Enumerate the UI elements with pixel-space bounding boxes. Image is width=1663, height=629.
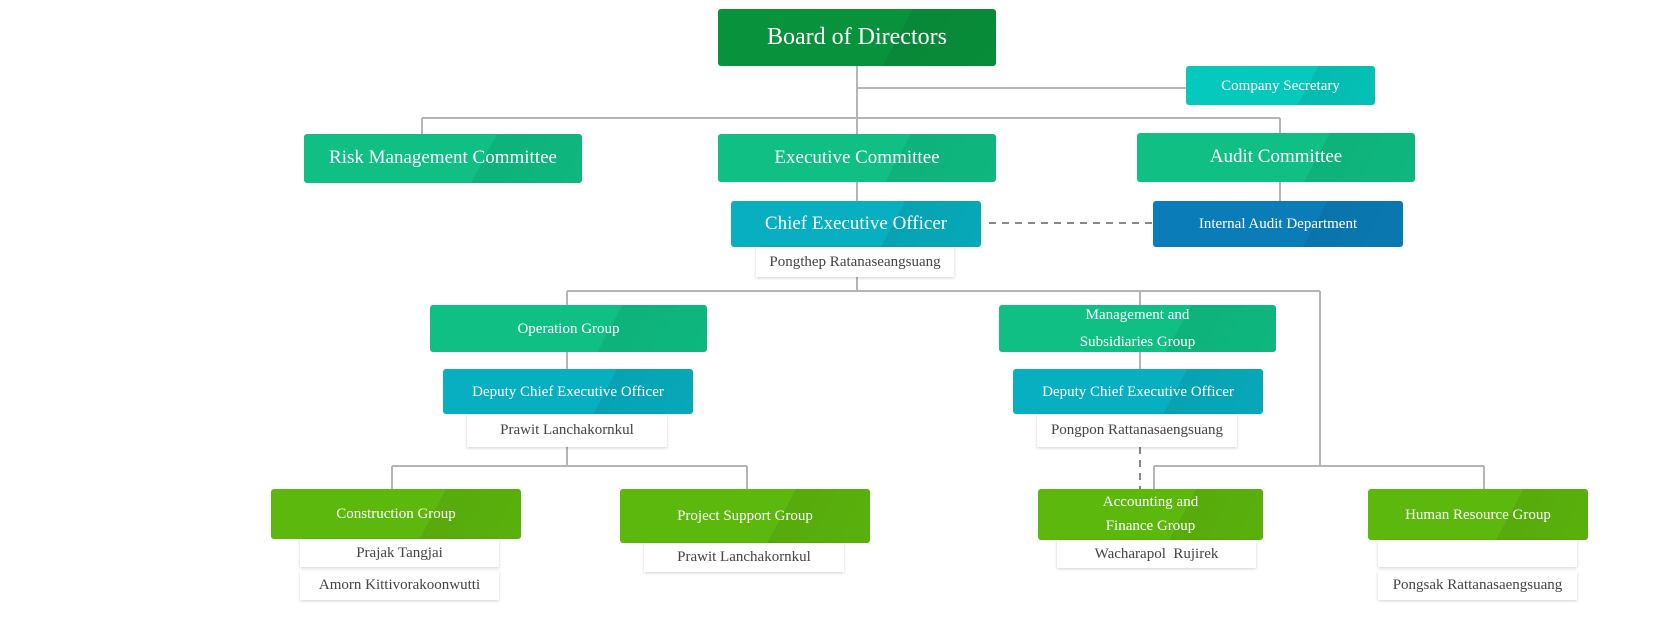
audit-committee-box: Audit Committee [1137,133,1415,182]
construction-group-name-2: Amorn Kittivorakoonwutti [300,571,499,600]
deputy-ceo-management-title: Deputy Chief Executive Officer [1042,383,1234,400]
ceo-name: Pongthep Ratanaseangsuang [756,247,954,277]
accounting-group-label-line2: Finance Group [1105,517,1196,534]
executive-committee-label: Executive Committee [774,146,940,168]
deputy-ceo-operation-name: Prawit Lanchakornkul [467,414,667,447]
construction-group-name-1: Prajak Tangjai [300,539,499,567]
management-group-label-line2: Subsidiaries Group [1079,333,1196,350]
audit-committee-label: Audit Committee [1209,146,1343,168]
human-resource-group-box: Human Resource Group [1368,489,1588,540]
executive-committee-box: Executive Committee [718,134,996,182]
accounting-group-label-line1: Accounting and [1102,494,1199,511]
company-secretary-box: Company Secretary [1186,66,1375,105]
internal-audit-department-box: Internal Audit Department [1153,201,1403,247]
deputy-ceo-management-name: Pongpon Rattanasaengsuang [1037,414,1237,447]
construction-group-label: Construction Group [336,506,456,522]
human-resource-group-name: Pongsak Rattanasaengsuang [1378,571,1577,600]
ceo-box: Chief Executive Officer [731,201,981,247]
deputy-ceo-operation-title: Deputy Chief Executive Officer [472,383,664,400]
management-group-label-line1: Management and [1085,307,1190,324]
company-secretary-label: Company Secretary [1221,77,1340,94]
accounting-finance-group-box: Accounting and Finance Group [1038,489,1263,540]
project-support-group-name: Prawit Lanchakornkul [644,543,844,572]
board-of-directors-label: Board of Directors [767,24,947,51]
ceo-title: Chief Executive Officer [764,212,948,234]
risk-management-committee-label: Risk Management Committee [329,147,557,169]
accounting-finance-group-name: Wacharapol Rujirek [1057,540,1256,568]
deputy-ceo-management-box: Deputy Chief Executive Officer [1013,369,1263,414]
project-support-group-box: Project Support Group [620,489,870,543]
board-of-directors-box: Board of Directors [718,9,996,66]
operation-group-box: Operation Group [430,305,707,352]
internal-audit-department-label: Internal Audit Department [1198,216,1358,232]
operation-group-label: Operation Group [517,320,620,337]
risk-management-committee-box: Risk Management Committee [304,134,582,183]
human-resource-group-empty-slot [1378,540,1577,567]
management-subsidiaries-group-box: Management and Subsidiaries Group [999,305,1276,352]
human-resource-group-label: Human Resource Group [1405,506,1551,523]
construction-group-box: Construction Group [271,489,521,539]
deputy-ceo-operation-box: Deputy Chief Executive Officer [443,369,693,414]
project-support-group-label: Project Support Group [677,508,813,524]
